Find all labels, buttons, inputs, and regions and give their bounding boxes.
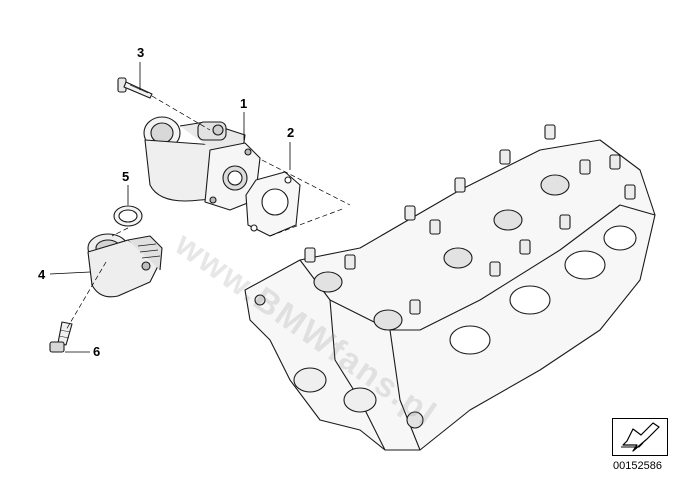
callout-6: 6 [93,344,101,359]
callout-5: 5 [122,169,130,184]
dashed-guide-lines [65,95,351,331]
o-ring-part-5 [113,205,143,227]
bolt-part-6 [49,321,73,353]
gasket-part-2 [245,171,301,237]
callout-1: 1 [240,96,248,111]
callout-4: 4 [38,267,46,282]
catalog-number: 00152586 [613,460,662,472]
direction-arrow-icon [612,418,668,456]
leader-lines [49,62,291,353]
water-outlet-housing-part-1 [143,116,261,211]
bolt-part-3 [117,77,153,99]
thermostat-housing-part-4 [87,233,163,298]
callout-3: 3 [137,45,145,60]
callout-2: 2 [287,125,295,140]
cylinder-head [244,124,656,451]
